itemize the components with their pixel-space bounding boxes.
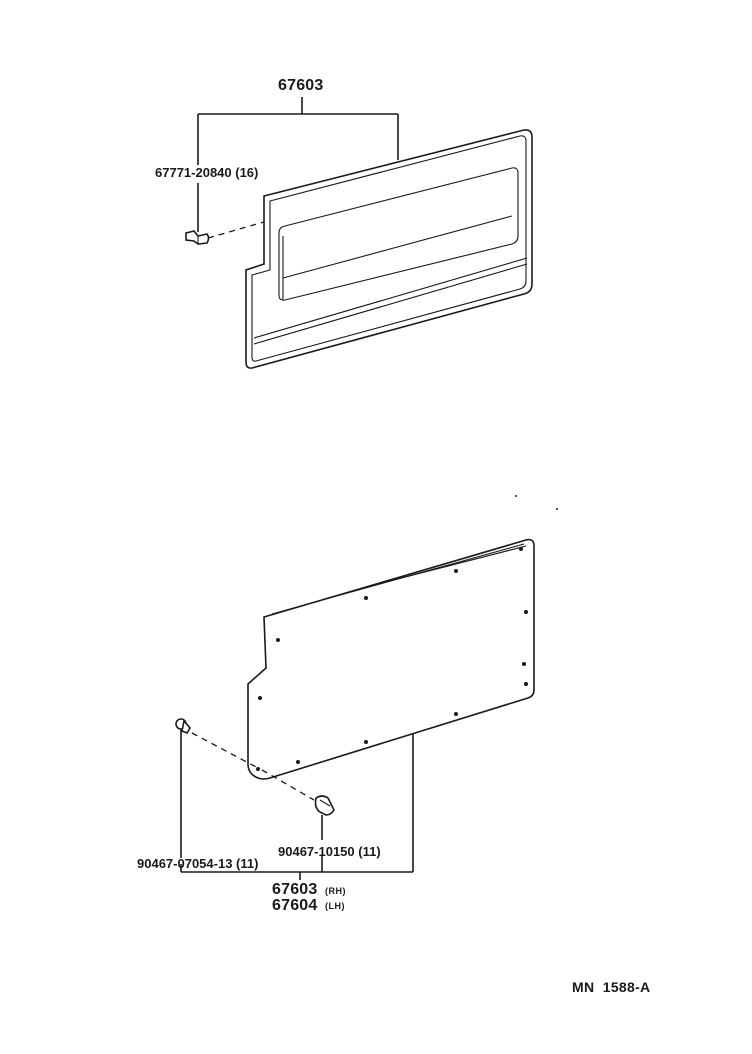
lower-clip-a-leader-dash xyxy=(191,732,259,769)
upper-clip-leader-dash xyxy=(207,221,265,239)
lower-clip-b-icon xyxy=(314,795,335,816)
upper-clip-icon xyxy=(185,230,210,245)
lower-trim-panel xyxy=(247,538,535,780)
upper-clip-part-number: 67771-20840 (16) xyxy=(155,165,259,180)
upper-trim-panel xyxy=(245,129,533,369)
lower-clip-b-part-number: 90467-10150 (11) xyxy=(278,844,381,859)
lower-mounting-holes xyxy=(256,495,558,771)
lh-suffix: (LH) xyxy=(325,901,345,911)
lower-clip-a-part-number: 90467-07054-13 (11) xyxy=(137,856,259,871)
rh-part-number: 67603 xyxy=(272,881,318,898)
lower-clip-a-icon xyxy=(175,718,191,734)
lower-clip-b-leader-dash xyxy=(261,769,315,801)
lh-part-number: 67604 xyxy=(272,897,318,914)
upper-assembly-part-number: 67603 xyxy=(278,77,324,94)
upper-bracket-lines xyxy=(197,97,399,232)
rh-suffix: (RH) xyxy=(325,886,346,896)
lower-bracket-lines xyxy=(180,730,414,880)
diagram-reference-code: MN 1588-A xyxy=(572,979,651,995)
